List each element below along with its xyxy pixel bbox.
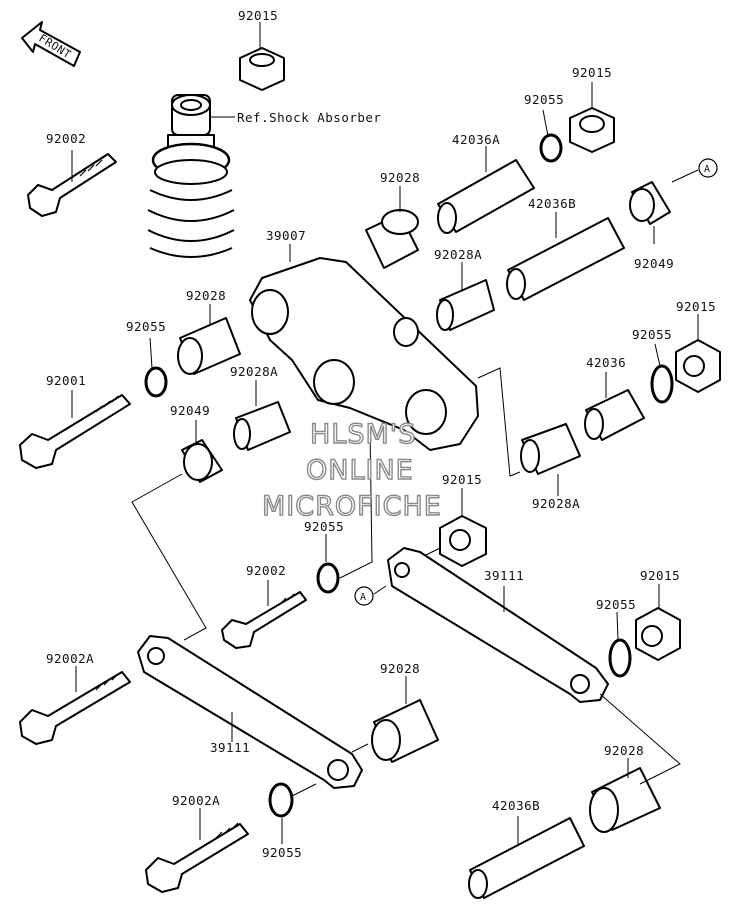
part-label: 92028	[380, 170, 420, 185]
part-label: 92015	[572, 65, 612, 80]
part-label: 39111	[484, 568, 524, 583]
watermark-line: HLSM'S	[310, 419, 416, 450]
part-label: 39007	[266, 228, 306, 243]
nut-92015-right	[675, 339, 721, 393]
part-label: 92015	[238, 8, 278, 23]
nut-92015-upper-right	[569, 107, 615, 153]
part-label: 92028A	[230, 364, 278, 379]
o-ring-92055-left	[144, 366, 168, 398]
collar-92049-left	[181, 439, 223, 483]
watermark: HLSM'S ONLINE MICROFICHE	[261, 418, 442, 522]
callout-a-upper-label: A	[704, 164, 711, 175]
watermark-line: ONLINE	[306, 455, 414, 486]
callout-a-upper	[698, 158, 718, 178]
o-ring-92055-right	[650, 364, 674, 404]
part-label: 92028A	[532, 496, 580, 511]
callout-a-center	[354, 586, 374, 606]
bolt-92002a-left	[19, 671, 131, 745]
part-label: 42036	[586, 355, 626, 370]
part-label: 92015	[640, 568, 680, 583]
nut-92015-center	[439, 515, 487, 567]
collar-92049-upper	[629, 181, 671, 225]
sleeve-42036b-lower	[468, 817, 585, 899]
part-label: 92028	[604, 743, 644, 758]
bolt-icon	[27, 153, 117, 217]
part-label: 92055	[304, 519, 344, 534]
bushing-92028-top	[365, 209, 419, 269]
part-labels: 92015 92002 92055 92015 42036A 92028 420…	[46, 8, 716, 860]
watermark-line: MICROFICHE	[262, 491, 442, 522]
shock-absorber-icon	[147, 94, 235, 258]
part-label: 92055	[262, 845, 302, 860]
bushing-92028-lower	[371, 699, 439, 763]
long-bolt-icon	[19, 394, 131, 469]
callout-a-center-label: A	[360, 592, 367, 603]
part-label: 92049	[170, 403, 210, 418]
sleeve-42036	[584, 389, 645, 441]
front-arrow-icon	[21, 21, 81, 67]
part-label: 92055	[524, 92, 564, 107]
part-label: 92015	[442, 472, 482, 487]
part-label: 42036A	[452, 132, 500, 147]
part-label: 92055	[126, 319, 166, 334]
nut-icon	[239, 47, 285, 91]
bushing-92028-bottom-right	[589, 767, 661, 833]
part-label: 92049	[634, 256, 674, 271]
part-label: 92002	[246, 563, 286, 578]
tie-rod-lower	[137, 635, 363, 789]
o-ring-92055-center	[316, 562, 340, 594]
o-ring-92055-lower	[268, 782, 294, 818]
bolt-92002a-lower	[145, 822, 249, 893]
bushing-92028a-left	[233, 401, 291, 451]
part-label: 92002	[46, 131, 86, 146]
part-label: 92002A	[172, 793, 220, 808]
bushing-92028a-top	[436, 279, 495, 331]
part-label: 39111	[210, 740, 250, 755]
nut-92015-lower-right	[635, 607, 681, 661]
tie-rod-upper	[387, 547, 609, 703]
part-label: 92002A	[46, 651, 94, 666]
part-label: 92001	[46, 373, 86, 388]
part-label: 92055	[596, 597, 636, 612]
part-label: 42036B	[492, 798, 540, 813]
part-label: 42036B	[528, 196, 576, 211]
o-ring-92055-lower-right	[608, 638, 632, 678]
sleeve-42036a	[437, 159, 535, 234]
part-label: 92028	[380, 661, 420, 676]
bushing-92028a-right	[520, 423, 581, 475]
bushing-92028-left	[177, 317, 241, 375]
part-label: 92055	[632, 327, 672, 342]
o-ring-92055-upper	[539, 133, 563, 163]
part-label: 92015	[676, 299, 716, 314]
part-label: 92028A	[434, 247, 482, 262]
sleeve-42036b-upper	[506, 217, 625, 301]
bolt-92002-center	[221, 591, 307, 649]
ref-shock-absorber-label: Ref.Shock Absorber	[237, 110, 381, 125]
part-label: 92028	[186, 288, 226, 303]
rocker-arm-icon	[249, 257, 479, 451]
